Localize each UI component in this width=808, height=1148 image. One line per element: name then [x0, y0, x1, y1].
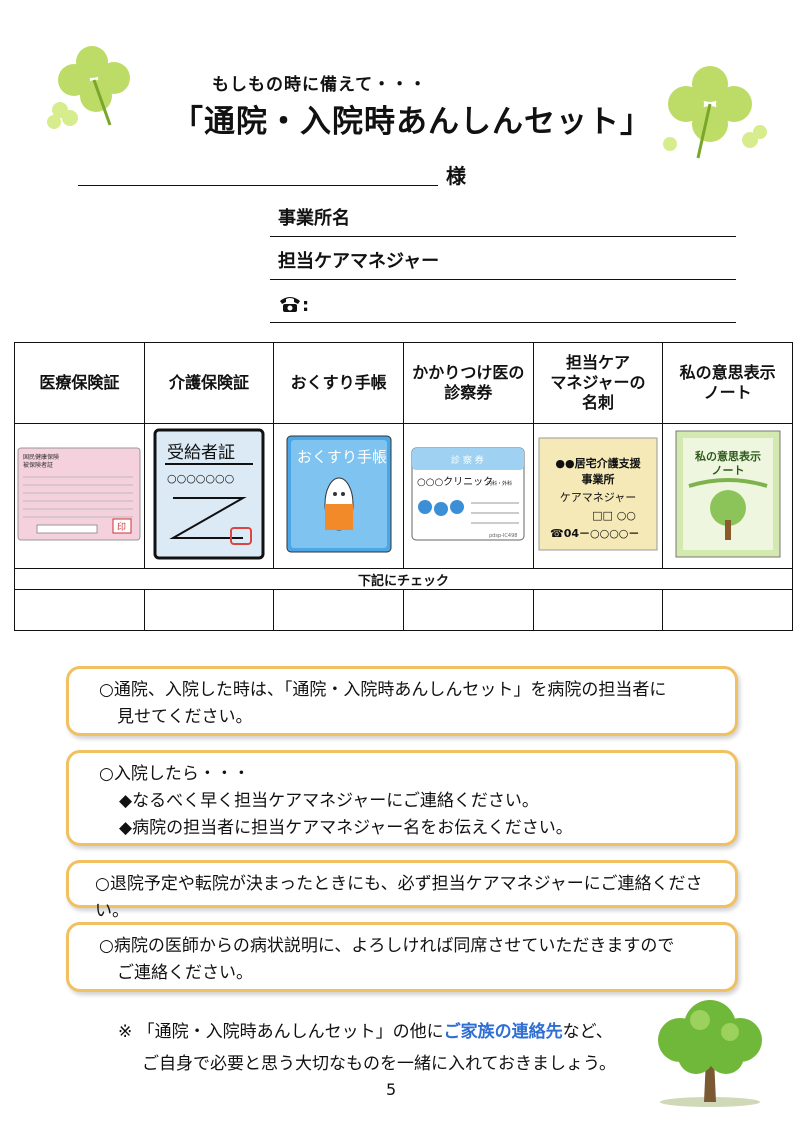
footnote-prefix: ※ 「通院・入院時あんしんセット」の他に: [118, 1022, 444, 1042]
img-cell-intention-note: 私の意思表示 ノート: [662, 423, 793, 569]
phone-field[interactable]: :: [270, 286, 736, 323]
notice-4-line-2: ご連絡ください。: [117, 963, 253, 983]
col-header-medical-insurance: 医療保険証: [14, 342, 145, 424]
name-underline: [78, 185, 438, 186]
subtitle: もしもの時に備えて・・・: [212, 75, 428, 95]
page-number: 5: [386, 1080, 397, 1099]
col-header-business-card: 担当ケアマネジャーの名刺: [532, 342, 664, 424]
office-name-field[interactable]: 事業所名: [270, 200, 736, 237]
svg-text:受給者証: 受給者証: [167, 443, 235, 463]
svg-text:国民健康保険: 国民健康保険: [23, 453, 59, 461]
svg-text:診 察 券: 診 察 券: [451, 454, 484, 466]
svg-text:☎04－○○○○－: ☎04－○○○○－: [550, 527, 639, 540]
medicine-notebook-image: おくすり手帳: [286, 435, 392, 553]
svg-text:私の意思表示: 私の意思表示: [695, 449, 761, 463]
notice-box-1: ○通院、入院した時は、「通院・入院時あんしんセット」を病院の担当者に 見せてくだ…: [66, 666, 738, 736]
img-cell-medical-insurance: 国民健康保険 被保険者証 印: [14, 423, 145, 569]
svg-text:被保険者証: 被保険者証: [23, 461, 53, 469]
phone-label: :: [278, 295, 309, 316]
svg-text:pdsp-IC498: pdsp-IC498: [489, 533, 517, 539]
svg-text:●●居宅介護支援: ●●居宅介護支援: [555, 456, 641, 470]
care-manager-field[interactable]: 担当ケアマネジャー: [270, 243, 736, 280]
footnote-highlight: ご家族の連絡先: [443, 1022, 563, 1042]
intention-note-image: 私の意思表示 ノート: [675, 430, 781, 558]
tree-icon: [658, 1000, 762, 1107]
notice-2-line-1: ○入院したら・・・: [99, 764, 250, 784]
notice-2-line-3: ◆病院の担当者に担当ケアマネジャー名をお伝えください。: [119, 818, 573, 838]
img-cell-clinic-card: 診 察 券 ○○○クリニック 内科・外科 pdsp-IC498: [402, 423, 534, 569]
footnote-suffix: など、: [562, 1022, 613, 1042]
page-title: 「通院・入院時あんしんセット」: [172, 104, 652, 140]
care-insurance-card-image: 受給者証 ○○○○○○○: [153, 428, 265, 560]
svg-text:おくすり手帳: おくすり手帳: [297, 448, 387, 466]
clinic-card-image: 診 察 券 ○○○クリニック 内科・外科 pdsp-IC498: [411, 447, 525, 541]
notice-box-2: ○入院したら・・・ ◆なるべく早く担当ケアマネジャーにご連絡ください。 ◆病院の…: [66, 750, 738, 846]
svg-text:□□ ○○: □□ ○○: [592, 509, 636, 522]
svg-text:ケアマネジャー: ケアマネジャー: [560, 491, 636, 504]
col-header-clinic-card: かかりつけ医の診察券: [402, 342, 534, 424]
svg-text:印: 印: [117, 521, 126, 533]
svg-text:ノート: ノート: [711, 464, 744, 477]
col-header-medicine-notebook: おくすり手帳: [273, 342, 404, 424]
documents-table: 医療保険証 介護保険証 おくすり手帳 かかりつけ医の診察券 担当ケアマネジャーの…: [14, 342, 793, 631]
clover-left-icon: [47, 46, 130, 129]
notice-3-line-1: ○退院予定や転院が決まったときにも、必ず担当ケアマネジャーにご連絡ください。: [95, 874, 703, 921]
office-name-label: 事業所名: [278, 208, 350, 229]
check-medicine-notebook[interactable]: [273, 589, 404, 631]
phone-icon: [280, 297, 300, 312]
footnote-line-2: ご自身で必要と思う大切なものを一緒に入れておきましょう。: [142, 1054, 616, 1074]
notice-2-line-2: ◆なるべく早く担当ケアマネジャーにご連絡ください。: [119, 791, 539, 811]
check-business-card[interactable]: [532, 589, 664, 631]
clover-right-icon: [663, 66, 767, 159]
notice-box-4: ○病院の医師からの病状説明に、よろしければ同席させていただきますので ご連絡くだ…: [66, 922, 738, 992]
check-medical-insurance[interactable]: [14, 589, 145, 631]
svg-text:事業所: 事業所: [581, 472, 614, 486]
notice-1-line-1: ○通院、入院した時は、「通院・入院時あんしんセット」を病院の担当者に: [99, 680, 667, 700]
img-cell-care-insurance: 受給者証 ○○○○○○○: [143, 423, 275, 569]
check-intention-note[interactable]: [662, 589, 793, 631]
notice-box-3: ○退院予定や転院が決まったときにも、必ず担当ケアマネジャーにご連絡ください。: [66, 860, 738, 921]
check-label: 下記にチェック: [14, 568, 793, 590]
business-card-image: ●●居宅介護支援 事業所 ケアマネジャー □□ ○○ ☎04－○○○○－: [538, 437, 658, 551]
footnote: ※ 「通院・入院時あんしんセット」の他にご家族の連絡先など、 ご自身で必要と思う…: [118, 1016, 616, 1080]
col-header-care-insurance: 介護保険証: [143, 342, 275, 424]
medical-insurance-card-image: 国民健康保険 被保険者証 印: [17, 447, 141, 541]
check-clinic-card[interactable]: [402, 589, 534, 631]
col-header-intention-note: 私の意思表示ノート: [662, 342, 793, 424]
care-manager-label: 担当ケアマネジャー: [278, 251, 440, 272]
svg-text:○○○クリニック: ○○○クリニック: [417, 476, 493, 488]
check-care-insurance[interactable]: [143, 589, 275, 631]
svg-text:内科・外科: 内科・外科: [487, 480, 512, 487]
sama-label: 様: [446, 164, 466, 188]
svg-text:○○○○○○○: ○○○○○○○: [167, 472, 234, 485]
notice-4-line-1: ○病院の医師からの病状説明に、よろしければ同席させていただきますので: [99, 936, 675, 956]
notice-1-line-2: 見せてください。: [117, 707, 253, 727]
img-cell-medicine-notebook: おくすり手帳: [273, 423, 404, 569]
img-cell-business-card: ●●居宅介護支援 事業所 ケアマネジャー □□ ○○ ☎04－○○○○－: [532, 423, 664, 569]
